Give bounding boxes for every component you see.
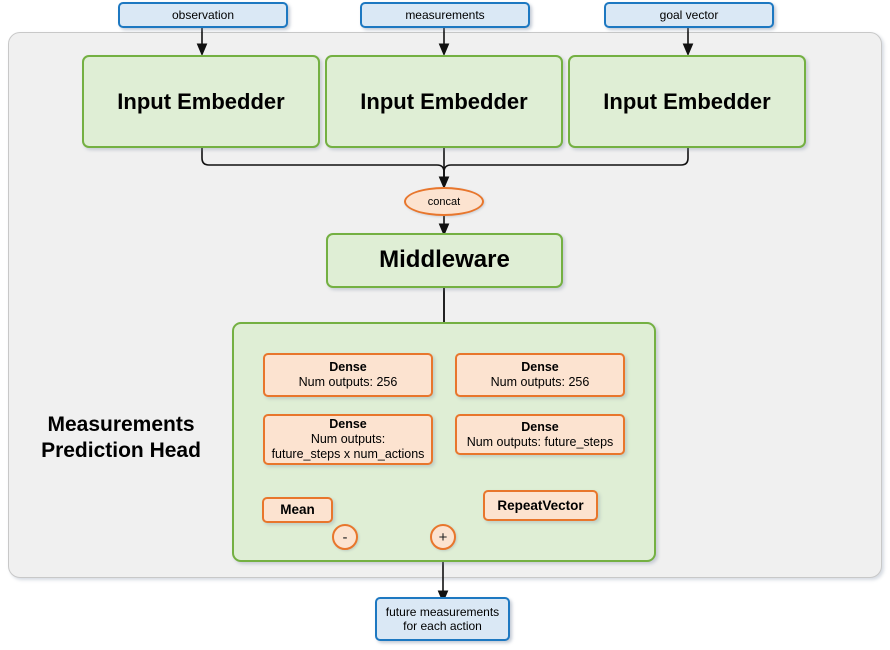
operator-label: - [342, 528, 348, 546]
input-label: goal vector [659, 7, 719, 22]
operator-subtract[interactable]: - [332, 524, 358, 550]
layer-dense-left-2[interactable]: Dense Num outputs: future_steps x num_ac… [263, 414, 433, 465]
module-input-embedder-observation[interactable]: Input Embedder [82, 55, 320, 148]
layer-subtitle: Num outputs: 256 [298, 375, 398, 389]
layer-dense-right-1[interactable]: Dense Num outputs: 256 [455, 353, 625, 397]
module-label: Input Embedder [603, 88, 771, 114]
layer-title: Dense [521, 419, 559, 434]
output-box-future-measurements[interactable]: future measurements for each action [375, 597, 510, 641]
layer-title: Dense [521, 360, 559, 375]
layer-label: Mean [280, 502, 315, 518]
module-label: Input Embedder [117, 88, 285, 114]
head-title-line1: Measurements [47, 413, 195, 436]
layer-dense-right-2[interactable]: Dense Num outputs: future_steps [455, 414, 625, 455]
layer-dense-left-1[interactable]: Dense Num outputs: 256 [263, 353, 433, 397]
output-label-line2: for each action [403, 619, 482, 633]
layer-repeat-vector[interactable]: RepeatVector [483, 490, 598, 521]
input-box-goal-vector[interactable]: goal vector [604, 2, 774, 28]
operator-label: + [438, 528, 448, 546]
input-box-measurements[interactable]: measurements [360, 2, 530, 28]
module-label: Middleware [379, 246, 510, 274]
operator-add[interactable]: + [430, 524, 456, 550]
head-title-line2: Prediction Head [41, 438, 201, 462]
layer-title: Dense [329, 417, 367, 432]
layer-subtitle: Num outputs: future_steps [466, 434, 614, 449]
layer-label: RepeatVector [497, 497, 584, 513]
module-input-embedder-measurements[interactable]: Input Embedder [325, 55, 563, 148]
layer-subtitle-line2: future_steps x num_actions [271, 446, 425, 461]
input-label: observation [171, 7, 235, 22]
layer-subtitle: Num outputs: 256 [490, 375, 590, 389]
concat-node[interactable]: concat [404, 187, 484, 216]
layer-subtitle-line1: Num outputs: [310, 432, 386, 447]
layer-mean[interactable]: Mean [262, 497, 333, 523]
layer-title: Dense [329, 360, 367, 375]
output-label-line1: future measurements [385, 604, 500, 619]
head-title: Measurements Prediction Head [26, 412, 216, 463]
input-label: measurements [405, 7, 485, 22]
module-label: Input Embedder [360, 88, 528, 114]
module-input-embedder-goal-vector[interactable]: Input Embedder [568, 55, 806, 148]
module-middleware[interactable]: Middleware [326, 233, 563, 288]
input-box-observation[interactable]: observation [118, 2, 288, 28]
concat-label: concat [427, 195, 461, 208]
